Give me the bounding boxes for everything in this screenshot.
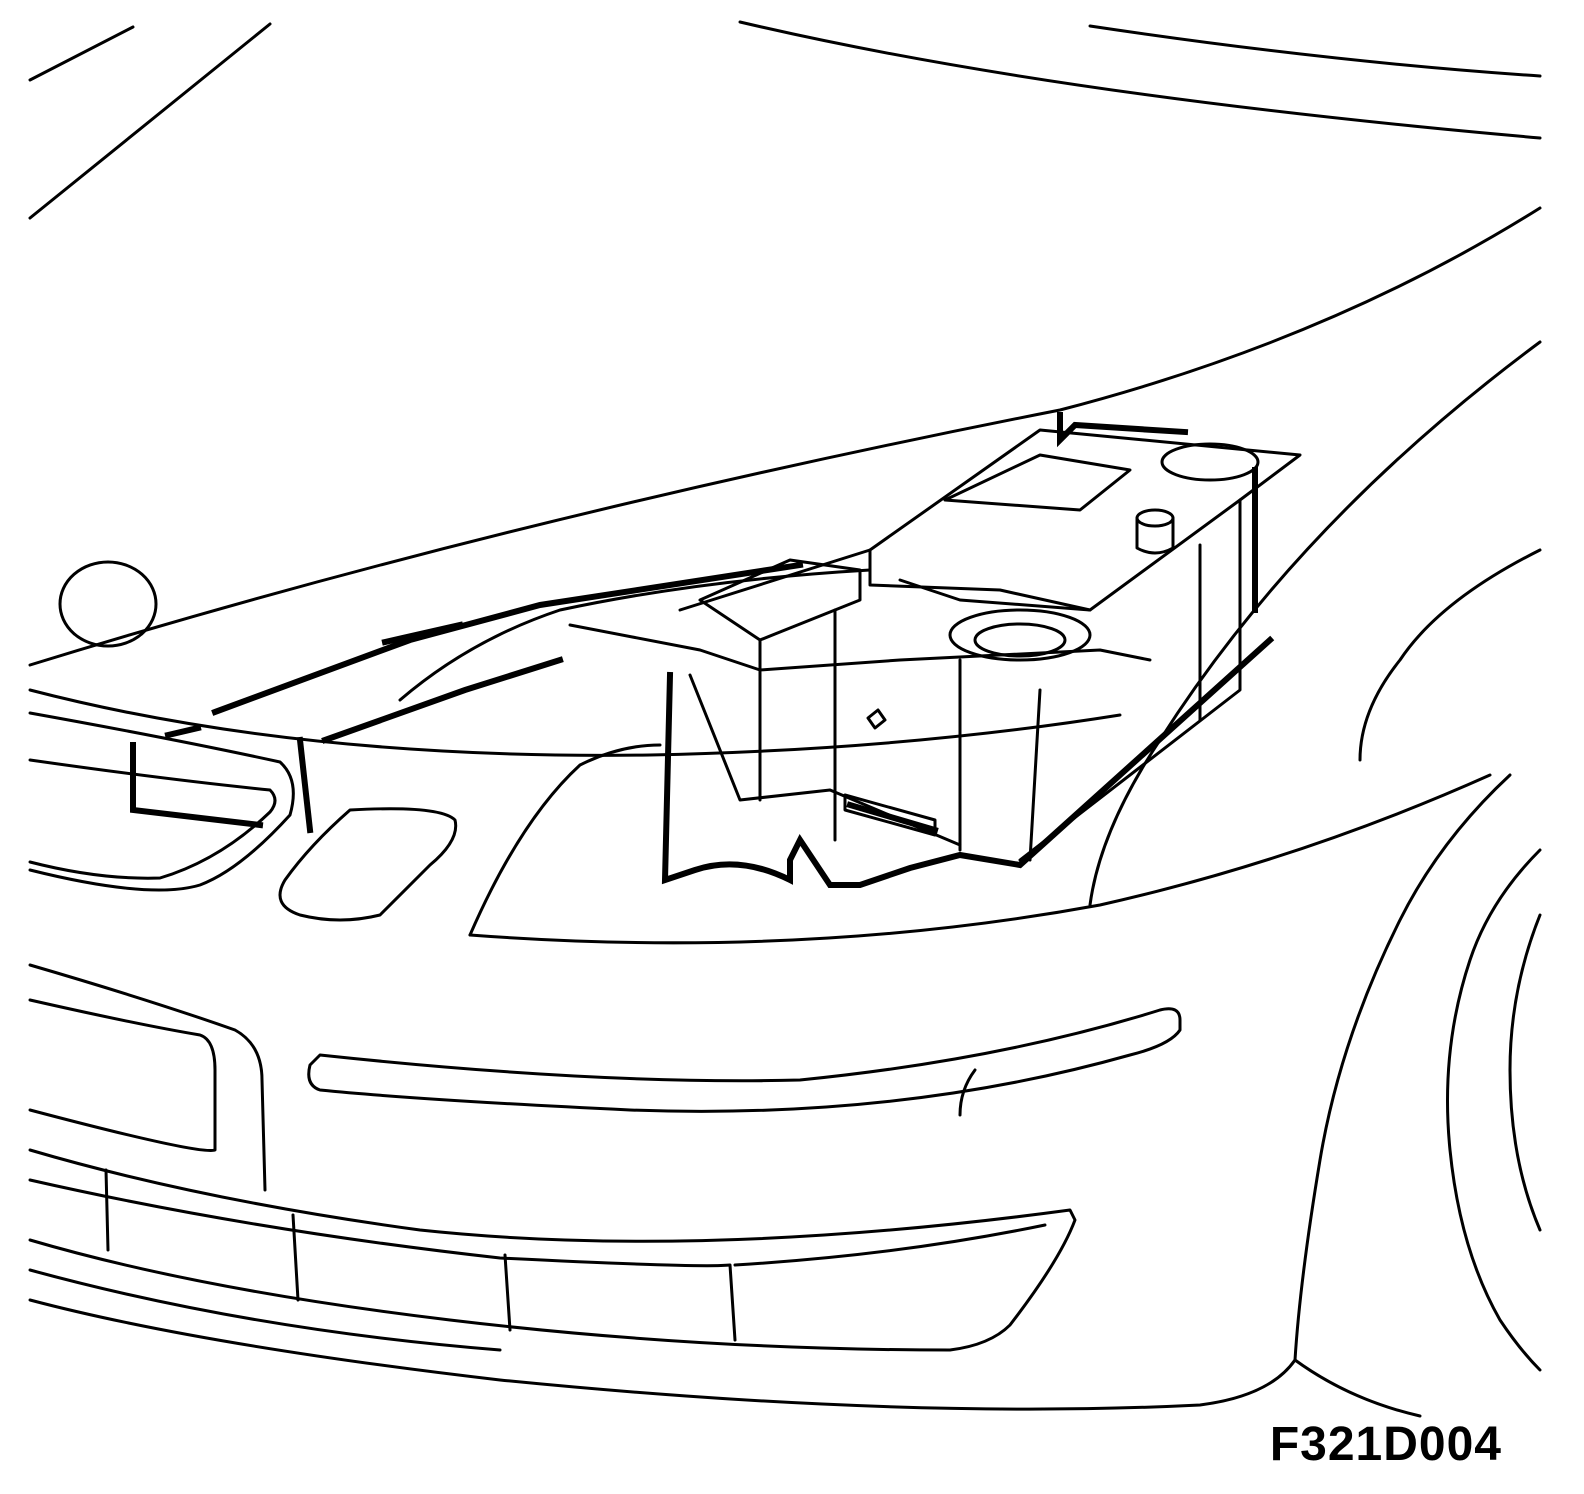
- turn-signal-strip: [307, 1007, 1182, 1113]
- hood-top-curves: [738, 20, 1542, 140]
- figure-code: F321D004: [1269, 1418, 1502, 1471]
- hood-outline: [28, 206, 1542, 757]
- battery-assembly: [568, 412, 1302, 888]
- bumper-upper-grille: [28, 963, 267, 1192]
- fender-curves: [28, 340, 1542, 1418]
- bumper-lower-grille: [28, 1148, 1077, 1352]
- washer-nozzle: [58, 560, 158, 648]
- small-lamp-opening: [278, 807, 458, 922]
- headlamp-cavity: [468, 743, 662, 937]
- hood-straps: [164, 561, 804, 744]
- turn-signal-divider: [958, 1068, 977, 1117]
- windshield-lines: [28, 22, 272, 220]
- left-grille-frame: [28, 711, 314, 892]
